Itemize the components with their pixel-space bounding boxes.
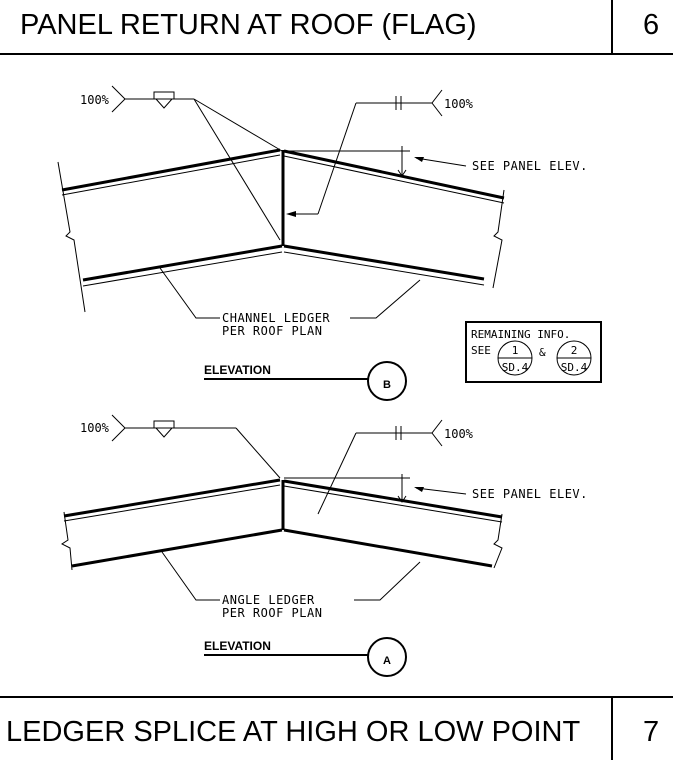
top-detail-number: 6 bbox=[643, 9, 659, 41]
weld-percent-right: 100% bbox=[444, 97, 474, 111]
detail-bubble-a-letter: A bbox=[383, 655, 391, 667]
svg-text:SD.4: SD.4 bbox=[502, 361, 529, 374]
angle-ledger-note-line1: ANGLE LEDGER bbox=[222, 593, 315, 607]
weld-symbol-left bbox=[153, 91, 175, 100]
break-line-left bbox=[57, 161, 86, 313]
detail-b-drawing: 100% 100% SEE PANEL ELEV. CHANNEL LEDGER… bbox=[57, 85, 588, 401]
see-panel-elev-note-a: SEE PANEL ELEV. bbox=[472, 487, 588, 501]
weld-percent-right-a: 100% bbox=[444, 427, 474, 441]
svg-text:SD.4: SD.4 bbox=[561, 361, 588, 374]
see-panel-elev-note: SEE PANEL ELEV. bbox=[472, 159, 588, 173]
remaining-info-box: REMAINING INFO. SEE 1 SD.4 & 2 SD.4 bbox=[465, 321, 602, 383]
elevation-label-b: ELEVATION bbox=[204, 363, 271, 377]
break-line-left-a bbox=[61, 511, 73, 571]
detail-bubble-b-letter: B bbox=[383, 379, 391, 391]
elevation-label-a: ELEVATION bbox=[204, 639, 271, 653]
detail-bubble-a bbox=[367, 637, 407, 677]
remaining-info-and: & bbox=[539, 346, 546, 359]
weld-symbol-left-a bbox=[153, 420, 175, 429]
panel-right-top bbox=[283, 149, 505, 200]
channel-ledger-note-line2: PER ROOF PLAN bbox=[222, 324, 322, 338]
detail-a-drawing: 100% 100% SEE PANEL ELEV. ANGLE LEDGER P… bbox=[61, 414, 588, 677]
angle-ledger-left bbox=[71, 528, 283, 568]
panel-left-top-a bbox=[63, 478, 281, 518]
remaining-info-label: REMAINING INFO. bbox=[471, 328, 570, 341]
break-line-right-a bbox=[493, 513, 503, 569]
top-title-bar: PANEL RETURN AT ROOF (FLAG) 6 bbox=[0, 0, 673, 55]
detail-bubble-b bbox=[367, 361, 407, 401]
weld-percent-left-a: 100% bbox=[80, 421, 110, 435]
svg-text:1: 1 bbox=[512, 344, 519, 357]
weld-percent-left: 100% bbox=[80, 93, 110, 107]
panel-left-top bbox=[61, 148, 281, 192]
bottom-title-bar: LEDGER SPLICE AT HIGH OR LOW POINT 7 bbox=[0, 696, 673, 760]
break-line-right bbox=[492, 189, 505, 289]
panel-right-top-a bbox=[283, 479, 503, 519]
remaining-info-see: SEE bbox=[471, 344, 491, 357]
angle-ledger-note-line2: PER ROOF PLAN bbox=[222, 606, 322, 620]
angle-ledger-right bbox=[283, 528, 493, 568]
channel-ledger-right bbox=[283, 244, 485, 281]
bottom-title: LEDGER SPLICE AT HIGH OR LOW POINT bbox=[6, 716, 580, 748]
bottom-detail-number: 7 bbox=[643, 716, 659, 748]
channel-ledger-left bbox=[82, 244, 283, 282]
svg-text:2: 2 bbox=[571, 344, 578, 357]
top-title: PANEL RETURN AT ROOF (FLAG) bbox=[20, 9, 477, 41]
channel-ledger-note-line1: CHANNEL LEDGER bbox=[222, 311, 330, 325]
